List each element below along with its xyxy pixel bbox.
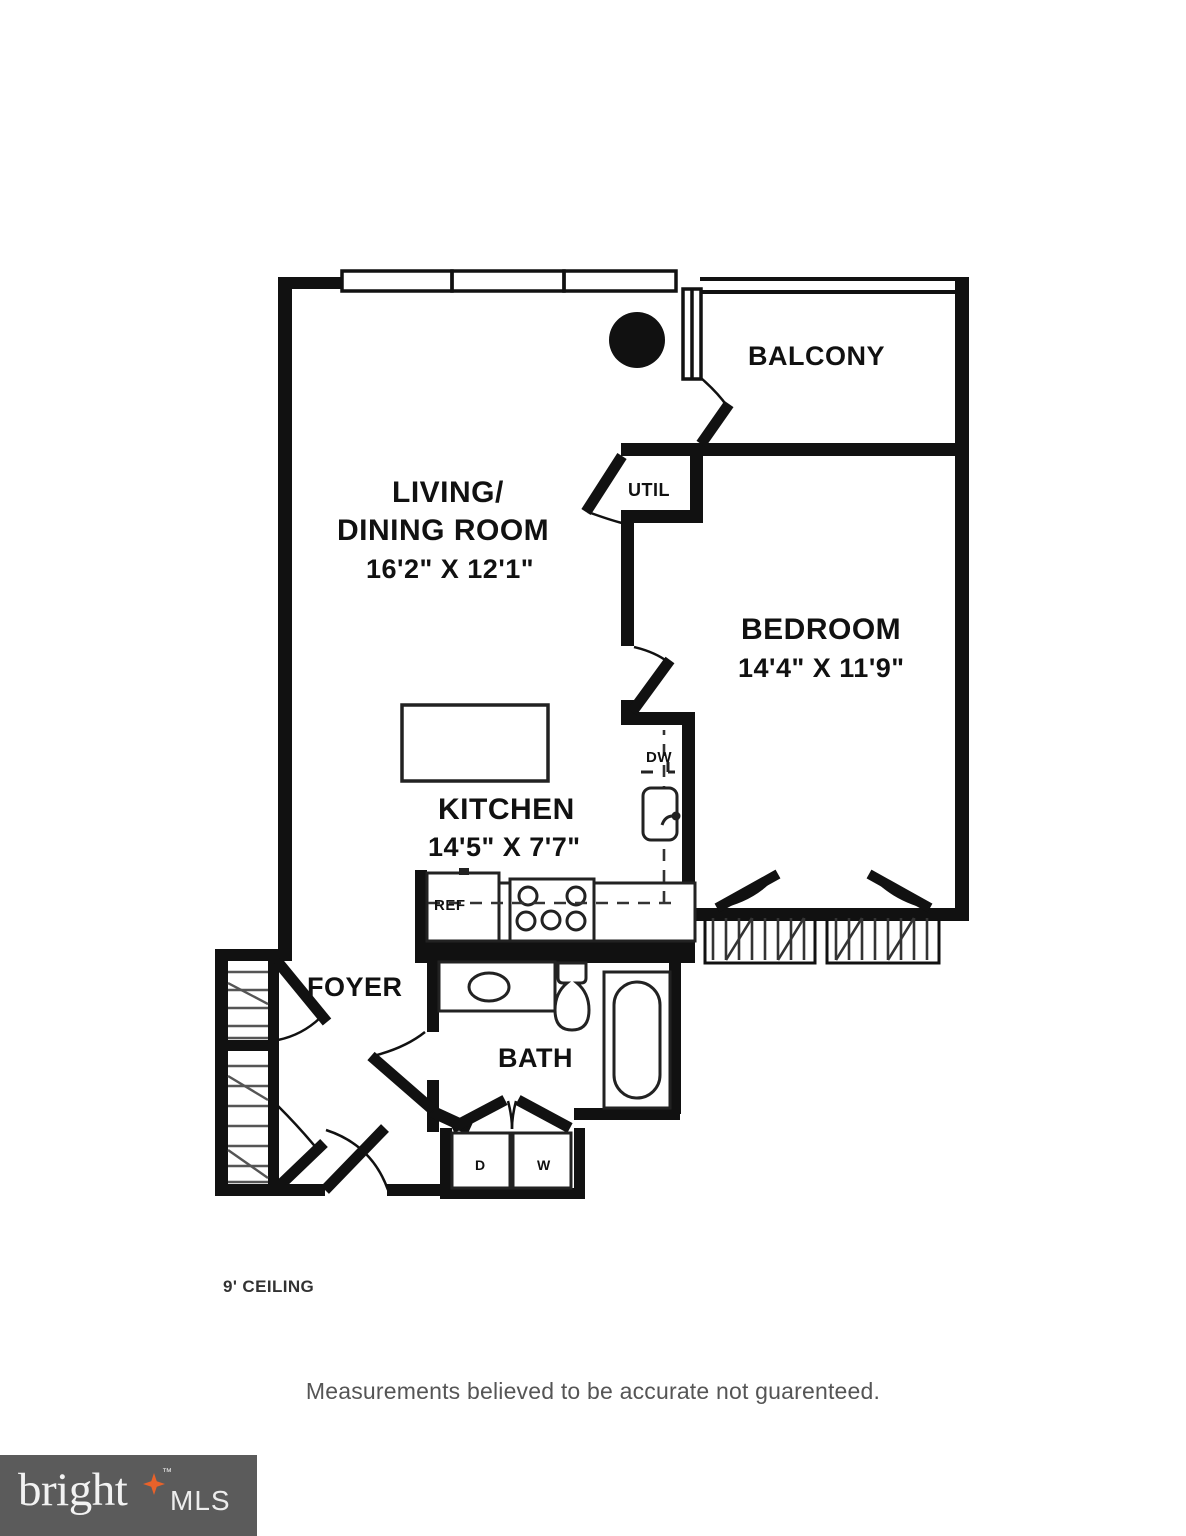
wall-foyer-bottom bbox=[215, 1184, 325, 1196]
wall-bath-right-lower bbox=[574, 1108, 680, 1120]
wall-foyer-bottom-right bbox=[387, 1184, 447, 1196]
bathtub bbox=[602, 970, 672, 1110]
wall-kitchen-left bbox=[415, 870, 427, 962]
wall-balcony-right bbox=[955, 277, 969, 449]
closet-left-leaf bbox=[714, 869, 781, 913]
walls-group bbox=[215, 277, 969, 1199]
kitchen-sink bbox=[641, 786, 681, 842]
logo-brand-text: bright bbox=[18, 1464, 128, 1516]
bedroom-door[interactable] bbox=[627, 645, 675, 716]
bath-door[interactable] bbox=[367, 1031, 437, 1115]
star-icon bbox=[143, 1473, 165, 1495]
closet-right-leaf bbox=[866, 869, 933, 913]
bright-mls-logo: bright ™ MLS bbox=[0, 1455, 257, 1536]
wall-kitchen-bottom bbox=[415, 941, 695, 963]
label-bedroom: BEDROOM bbox=[741, 613, 901, 646]
kitchen-island bbox=[400, 703, 550, 783]
wall-laundry-right bbox=[574, 1128, 585, 1196]
foyer-closet-door-upper[interactable] bbox=[272, 957, 332, 1042]
label-washer: W bbox=[537, 1157, 551, 1173]
label-living-line1: LIVING/ bbox=[392, 476, 504, 509]
entry-door[interactable] bbox=[321, 1124, 390, 1194]
wall-bath-left bbox=[427, 962, 439, 1032]
closet-left-hatch bbox=[711, 917, 806, 961]
wall-util-right bbox=[690, 443, 703, 523]
disclaimer-text: Measurements believed to be accurate not… bbox=[305, 1378, 881, 1404]
washer-unit bbox=[511, 1131, 573, 1190]
bedroom-closet-right[interactable] bbox=[825, 869, 941, 965]
wall-kitchen-nook-top bbox=[621, 712, 695, 725]
foyer-closet-upper bbox=[227, 970, 269, 1040]
wall-util-top bbox=[621, 443, 703, 456]
label-bath: BATH bbox=[498, 1043, 573, 1073]
label-dishwasher: DW bbox=[646, 749, 672, 766]
label-balcony: BALCONY bbox=[748, 341, 885, 371]
closet-right-hatch bbox=[834, 917, 929, 961]
foyer-closet-lower bbox=[227, 1064, 269, 1184]
wall-living-bedroom-upper bbox=[621, 510, 634, 646]
wall-bedroom-right bbox=[955, 443, 969, 921]
label-refrigerator: REF bbox=[434, 897, 466, 914]
dishwasher bbox=[641, 762, 675, 774]
laundry-doors[interactable] bbox=[449, 1095, 573, 1133]
wall-top-left-stub bbox=[278, 277, 342, 289]
util-door[interactable] bbox=[581, 453, 627, 525]
refrigerator bbox=[425, 868, 501, 943]
closet-right-opening bbox=[825, 913, 941, 965]
wall-laundry-left bbox=[440, 1128, 452, 1196]
cooktop bbox=[508, 877, 596, 943]
bath-vanity bbox=[437, 960, 557, 1013]
wall-closet-back-lower bbox=[268, 1040, 279, 1196]
dryer-unit bbox=[450, 1131, 512, 1190]
label-living-line2: DINING ROOM bbox=[337, 514, 549, 547]
balcony-railing-inner bbox=[700, 290, 962, 294]
wall-foyer-left bbox=[215, 949, 228, 1195]
slider-panel-3 bbox=[562, 269, 678, 293]
wall-kitchen-nook-right bbox=[682, 712, 695, 921]
wall-left-exterior bbox=[278, 277, 292, 949]
wall-laundry-bottom bbox=[440, 1188, 585, 1199]
wall-balcony-bottom bbox=[700, 443, 969, 456]
slider-panel-2 bbox=[450, 269, 566, 293]
sliding-glass-door[interactable] bbox=[340, 269, 678, 293]
logo-inner: bright ™ MLS bbox=[18, 1465, 248, 1527]
label-kitchen: KITCHEN bbox=[438, 793, 575, 826]
label-foyer: FOYER bbox=[307, 972, 403, 1002]
closet-left-opening bbox=[703, 913, 817, 965]
label-bedroom-dimensions: 14'4" X 11'9" bbox=[738, 653, 905, 683]
label-util: UTIL bbox=[628, 480, 670, 500]
bedroom-closet-left[interactable] bbox=[703, 869, 817, 965]
logo-mls-text: MLS bbox=[170, 1485, 231, 1516]
logo-trademark: ™ bbox=[162, 1467, 172, 1478]
balcony-door-swing[interactable] bbox=[696, 377, 734, 448]
wall-foyer-closet-divider bbox=[215, 1040, 279, 1051]
toilet bbox=[553, 961, 591, 1032]
foyer-closet-door-lower[interactable] bbox=[271, 1105, 328, 1194]
ceiling-note: 9' CEILING bbox=[223, 1277, 314, 1296]
label-dryer: D bbox=[475, 1157, 486, 1173]
label-living-dimensions: 16'2" X 12'1" bbox=[366, 554, 534, 584]
slider-panel-1 bbox=[340, 269, 454, 293]
wall-util-bottom bbox=[621, 510, 703, 523]
wall-closet-back-upper bbox=[268, 949, 279, 1044]
label-kitchen-dimensions: 14'5" X 7'7" bbox=[428, 832, 581, 862]
balcony-door-frame bbox=[681, 287, 703, 381]
wall-bath-right bbox=[669, 962, 681, 1114]
balcony-railing-outer bbox=[700, 277, 962, 281]
structural-column bbox=[609, 312, 665, 368]
